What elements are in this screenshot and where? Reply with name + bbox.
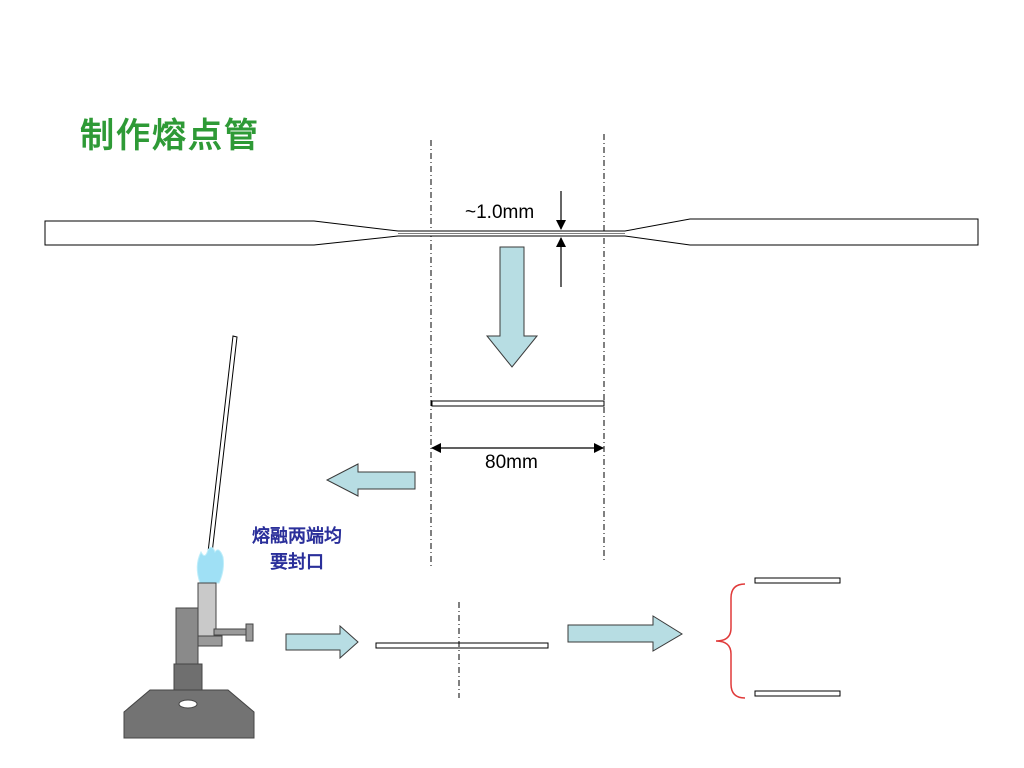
burner-collar [197,635,223,647]
burner-stem [173,663,203,691]
seal-note-line-1: 熔融两端均 [252,526,342,547]
red-brace [715,583,746,699]
air-valve-knob [245,623,254,642]
burner-base-hole [178,699,198,709]
burner-base [123,689,255,739]
block-arrow-down [485,246,539,368]
burner-tube [175,607,199,665]
flame [196,546,224,584]
diameter-label: ~1.0mm [465,202,535,223]
capillary-segment [431,400,605,407]
melting-point-tube-2 [754,690,841,697]
burner-nozzle [197,582,217,638]
page-title: 制作熔点管 [80,116,260,156]
seal-note-line-2: 要封口 [270,552,324,573]
bunsen-burner [123,582,255,739]
sealed-capillary [375,642,549,649]
length-label: 80mm [485,452,538,473]
air-valve-rod [213,628,249,636]
melting-point-tube-1 [754,577,841,584]
block-arrow-right-2 [567,615,683,652]
block-arrow-right-1 [285,624,359,660]
drawn-glass-tube [44,218,979,246]
seal-note: 熔融两端均 要封口 [222,524,372,576]
block-arrow-left [325,463,416,497]
